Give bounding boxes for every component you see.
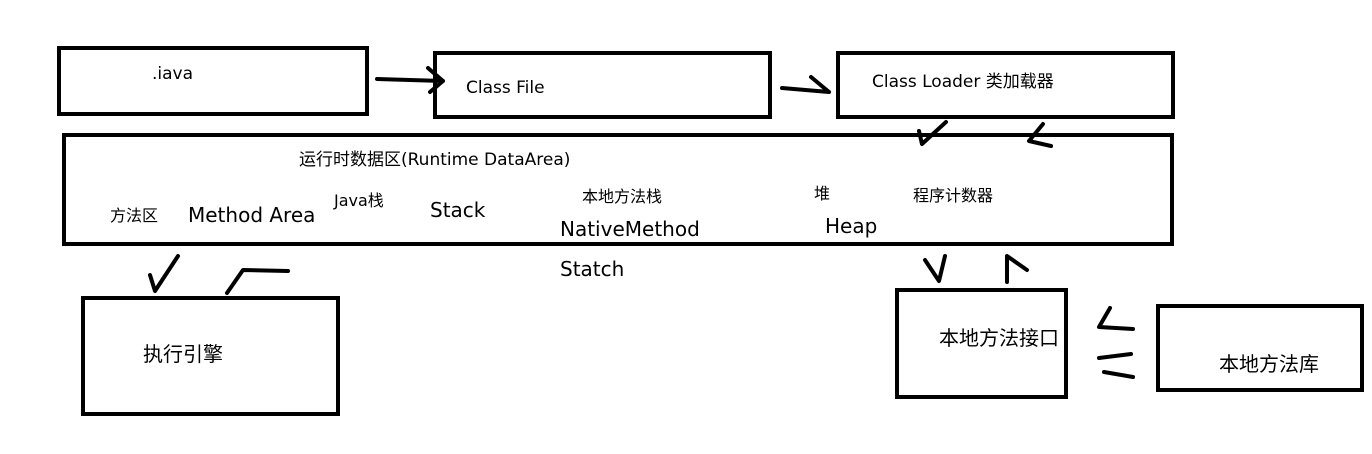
arrow-library-to-interface: [1097, 306, 1135, 331]
arrow-runtime-to-interface: [923, 254, 947, 283]
native-interface-box: [895, 288, 1068, 399]
heap-en-label: Heap: [825, 214, 878, 238]
native-library-box: [1156, 304, 1364, 392]
pc-register-label: 程序计数器: [913, 186, 994, 205]
arrow-interface-to-runtime: [1005, 254, 1029, 284]
class-file-box: [433, 51, 772, 119]
class-loader-label: Class Loader 类加载器: [872, 72, 1054, 92]
heap-cn-label: 堆: [814, 184, 831, 203]
runtime-data-area-box: [62, 133, 1174, 246]
java-stack-en-label: Stack: [430, 198, 486, 222]
native-stack-en-label-1: NativeMethod: [560, 217, 700, 241]
class-file-label: Class File: [466, 78, 545, 98]
arrow-runtime-to-engine: [148, 254, 180, 293]
arrow-engine-to-runtime: [225, 268, 290, 295]
method-area-en-label: Method Area: [188, 203, 316, 227]
execution-engine-label: 执行引擎: [143, 342, 223, 366]
java-source-label: .iava: [152, 64, 194, 84]
native-library-label: 本地方法库: [1219, 352, 1319, 376]
runtime-area-title: 运行时数据区(Runtime DataArea): [299, 150, 571, 170]
method-area-cn-label: 方法区: [110, 206, 159, 225]
native-stack-cn-label: 本地方法栈: [582, 187, 663, 206]
arrow-classfile-to-loader: [780, 75, 831, 94]
native-stack-en-label-2: Statch: [560, 257, 625, 281]
java-stack-cn-label: Java栈: [334, 191, 384, 210]
arrow-interface-to-library: [1097, 352, 1135, 379]
java-source-box: [57, 46, 369, 116]
class-loader-box: [836, 51, 1175, 119]
execution-engine-box: [81, 296, 340, 416]
native-interface-label: 本地方法接口: [939, 326, 1059, 350]
